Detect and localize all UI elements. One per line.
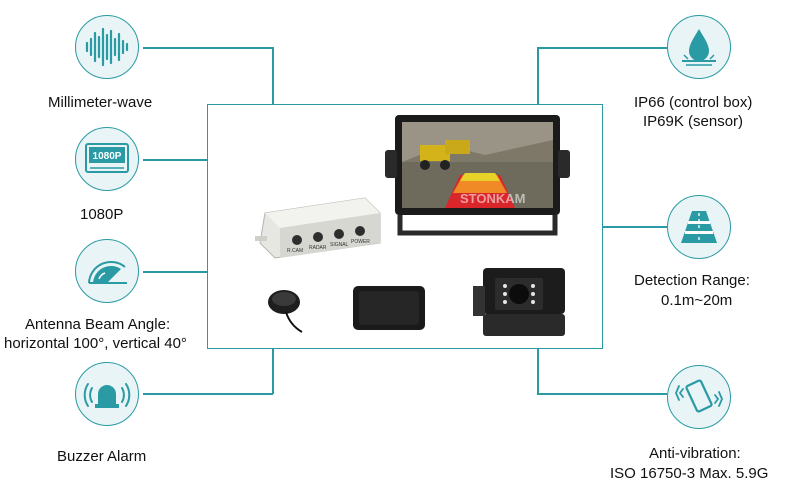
- monitor-1080p-icon: 1080P: [75, 127, 139, 191]
- beam-angle-icon: [75, 239, 139, 303]
- monitor-watermark: STONKAM: [460, 191, 525, 206]
- monitor-product: STONKAM: [385, 115, 580, 240]
- connector-line: [603, 226, 667, 228]
- connector-line: [537, 393, 667, 395]
- waveform-icon: [75, 15, 139, 79]
- buzzer-product: [262, 280, 312, 342]
- waterproof-label-1: IP66 (control box): [634, 94, 753, 111]
- connector-line: [143, 159, 207, 161]
- millimeter-wave-label: Millimeter-wave: [48, 94, 153, 111]
- waterproof-label-2: IP69K (sensor): [643, 113, 744, 130]
- vibrating-phone-icon: [667, 365, 731, 429]
- control-box-product: R.CAM RADAR SIGNAL POWER: [245, 188, 385, 268]
- alarm-icon: [75, 362, 139, 426]
- buzzer-label: Buzzer Alarm: [57, 448, 147, 465]
- antenna-label-1: Antenna Beam Angle:: [25, 316, 171, 333]
- camera-product: [473, 266, 573, 342]
- port-label-radar: RADAR: [309, 245, 327, 251]
- connector-line: [537, 47, 539, 104]
- port-label-signal: SIGNAL: [330, 242, 349, 248]
- resolution-label: 1080P: [80, 206, 124, 223]
- connector-line: [143, 47, 273, 49]
- radar-sensor-product: [350, 282, 428, 334]
- connector-line: [272, 349, 274, 394]
- vibration-label-1: Anti-vibration:: [649, 445, 741, 462]
- connector-line: [272, 47, 274, 104]
- connector-line: [537, 47, 667, 49]
- road-range-icon: [667, 195, 731, 259]
- detection-label-1: Detection Range:: [634, 272, 750, 289]
- connector-line: [537, 349, 539, 394]
- connector-line: [143, 393, 273, 395]
- port-label-power: POWER: [351, 239, 370, 245]
- water-drop-icon: [667, 15, 731, 79]
- badge-1080p: 1080P: [93, 151, 122, 162]
- detection-label-2: 0.1m~20m: [661, 292, 733, 309]
- vibration-label-2: ISO 16750-3 Max. 5.9G: [610, 465, 769, 482]
- port-label-rcam: R.CAM: [287, 248, 304, 254]
- connector-line: [143, 271, 207, 273]
- antenna-label-2: horizontal 100°, vertical 40°: [4, 335, 187, 352]
